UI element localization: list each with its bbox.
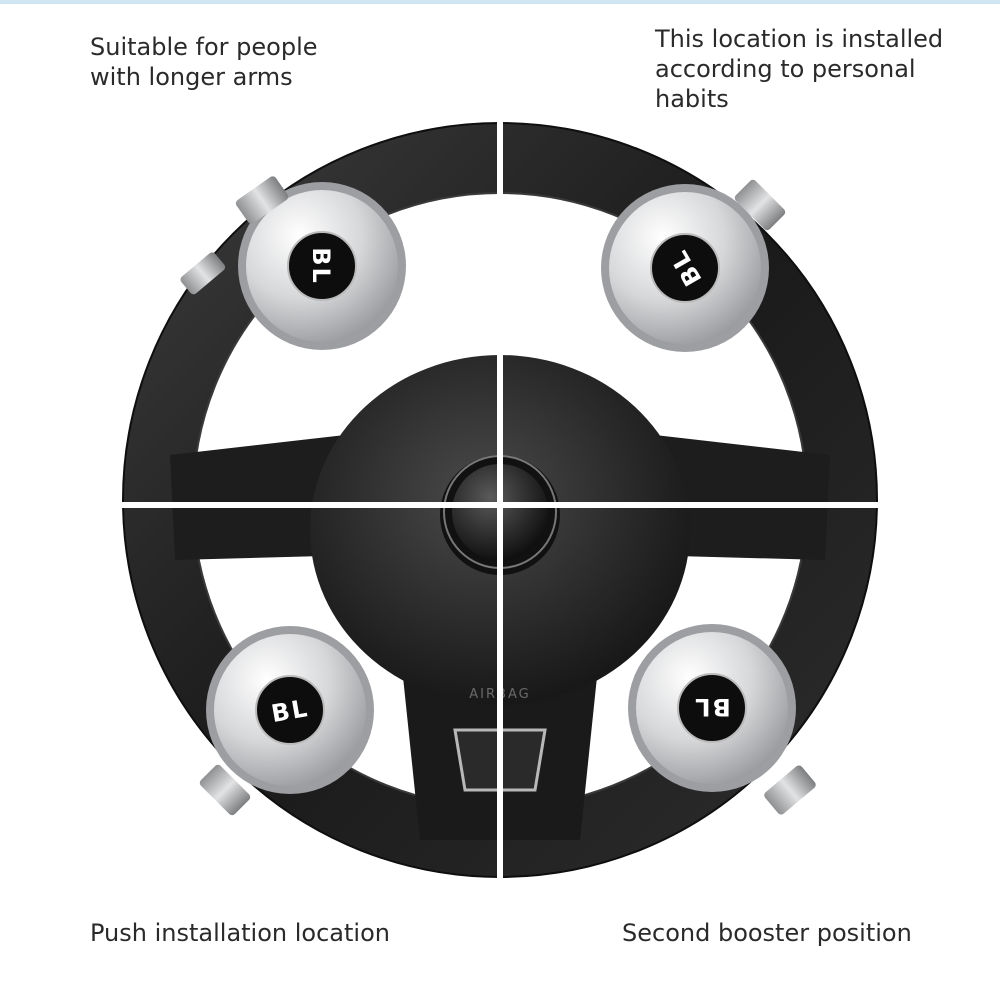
caption-top-left: Suitable for people with longer arms: [90, 33, 318, 91]
caption-bottom-left: Push installation location: [90, 919, 390, 947]
booster-knob-bottom-left: BL: [206, 626, 374, 794]
booster-knob-top-right: BL: [601, 184, 769, 352]
caption-top-right: This location is installed according to …: [655, 25, 944, 113]
booster-knob-top-left: BL: [180, 182, 406, 350]
knob-logo: BL: [269, 694, 311, 728]
booster-knob-bottom-right: BL: [628, 624, 796, 792]
mount-clamps: [199, 176, 816, 816]
knob-logo: BL: [693, 693, 731, 721]
caption-bottom-right: Second booster position: [622, 919, 912, 947]
quadrant-dividers: [100, 100, 905, 905]
knob-logo: BL: [307, 247, 335, 285]
top-accent-bar: [0, 0, 1000, 4]
